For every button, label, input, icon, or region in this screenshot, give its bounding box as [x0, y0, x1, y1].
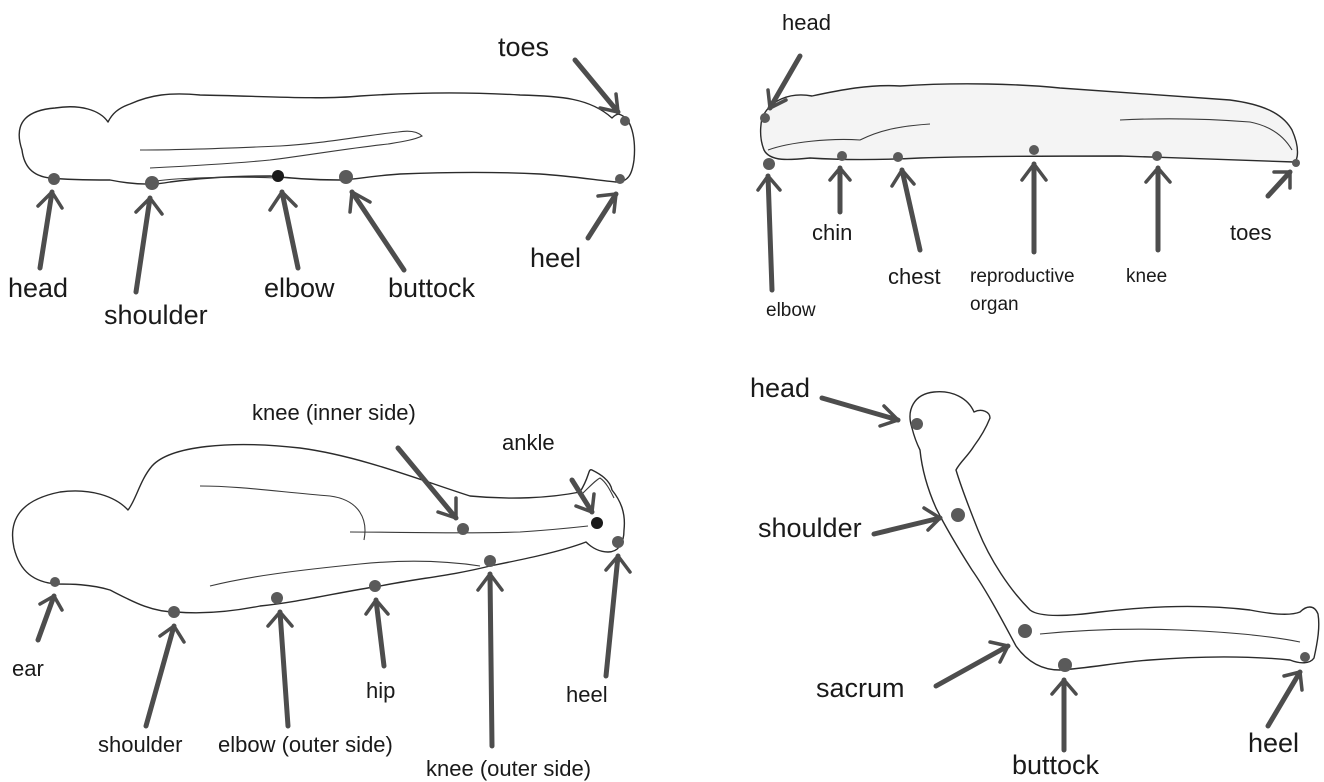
- lateral-foot-outline: [582, 478, 614, 498]
- prone-knee-arrow: [1146, 168, 1170, 250]
- supine-leg-divider: [150, 177, 276, 182]
- lateral-elbow-arrow: [268, 612, 292, 726]
- supine-shoulder-label: shoulder: [104, 300, 208, 330]
- fowler-body-outline: [910, 392, 1319, 670]
- lateral-ear-label: ear: [12, 656, 44, 681]
- lateral-hip-point: [369, 580, 381, 592]
- panel-lateral: knee (inner side) ankle ear shoulder elb…: [12, 400, 630, 781]
- lateral-hip-label: hip: [366, 678, 395, 703]
- prone-reproductive-label-line1: reproductive: [970, 266, 1075, 287]
- lateral-shoulder-arrow: [146, 626, 184, 726]
- supine-heel-label: heel: [530, 243, 581, 273]
- lateral-knee-outer-label: knee (outer side): [426, 756, 591, 781]
- supine-arm-outline: [140, 131, 422, 168]
- prone-knee-point: [1152, 151, 1162, 161]
- prone-head-label: head: [782, 10, 831, 35]
- lateral-heel-point: [612, 536, 624, 548]
- lateral-ankle-label: ankle: [502, 430, 555, 455]
- prone-knee-label: knee: [1126, 266, 1167, 287]
- supine-toes-arrow: [575, 60, 618, 112]
- lateral-knee-outer-point: [484, 555, 496, 567]
- lateral-knee-inner-arrow: [398, 448, 456, 518]
- supine-toes-label: toes: [498, 32, 549, 62]
- lateral-shoulder-label: shoulder: [98, 732, 182, 757]
- lateral-elbow-outer-label: elbow (outer side): [218, 732, 393, 757]
- lateral-knee-inner-point: [457, 523, 469, 535]
- panel-supine: toes head shoulder elbow buttock heel: [8, 32, 635, 330]
- panel-fowler: head shoulder sacrum buttock heel: [750, 373, 1319, 780]
- fowler-leg-divider: [1040, 629, 1300, 642]
- fowler-head-label: head: [750, 373, 810, 403]
- fowler-heel-arrow: [1268, 672, 1302, 726]
- supine-buttock-label: buttock: [388, 273, 476, 303]
- prone-elbow-point: [763, 158, 775, 170]
- fowler-sacrum-label: sacrum: [816, 673, 905, 703]
- lateral-knee-inner-label: knee (inner side): [252, 400, 416, 425]
- prone-elbow-arrow: [758, 176, 780, 290]
- supine-body-outline: [19, 93, 634, 184]
- fowler-sacrum-point: [1018, 624, 1032, 638]
- lateral-ankle-arrow: [572, 480, 594, 512]
- prone-chest-label: chest: [888, 264, 941, 289]
- prone-reproductive-point: [1029, 145, 1039, 155]
- fowler-head-point: [911, 418, 923, 430]
- lateral-shoulder-point: [168, 606, 180, 618]
- supine-head-arrow: [38, 192, 62, 268]
- lateral-hip-arrow: [366, 600, 388, 666]
- supine-elbow-arrow: [270, 192, 298, 268]
- panel-prone: head elbow chin chest reproductive organ…: [758, 10, 1300, 321]
- lateral-elbow-point: [271, 592, 283, 604]
- prone-chin-label: chin: [812, 220, 852, 245]
- prone-elbow-label: elbow: [766, 300, 816, 321]
- lateral-arm-outline: [210, 561, 480, 586]
- lateral-back-line: [200, 486, 365, 540]
- fowler-head-arrow: [822, 398, 898, 426]
- prone-chin-point: [837, 151, 847, 161]
- supine-heel-point: [615, 174, 625, 184]
- prone-chest-point: [893, 152, 903, 162]
- lateral-heel-arrow: [606, 556, 630, 676]
- supine-buttock-point: [339, 170, 353, 184]
- lateral-ear-arrow: [38, 596, 62, 640]
- prone-reproductive-label-line2: organ: [970, 294, 1019, 315]
- lateral-ear-point: [50, 577, 60, 587]
- prone-chest-arrow: [892, 170, 920, 250]
- supine-head-label: head: [8, 273, 68, 303]
- fowler-shoulder-label: shoulder: [758, 513, 862, 543]
- fowler-buttock-arrow: [1052, 680, 1076, 750]
- fowler-shoulder-point: [951, 508, 965, 522]
- prone-chin-arrow: [830, 168, 850, 212]
- fowler-heel-label: heel: [1248, 728, 1299, 758]
- fowler-shoulder-arrow: [874, 508, 940, 534]
- supine-shoulder-arrow: [136, 198, 162, 292]
- lateral-inner-leg-outline: [350, 526, 588, 533]
- supine-shoulder-point: [145, 176, 159, 190]
- supine-toes-point: [620, 116, 630, 126]
- fowler-buttock-label: buttock: [1012, 750, 1100, 780]
- lateral-heel-label: heel: [566, 682, 608, 707]
- prone-toes-arrow: [1268, 172, 1290, 196]
- lateral-knee-outer-arrow: [478, 574, 502, 746]
- lateral-body-outline: [13, 445, 625, 613]
- prone-toes-point: [1292, 159, 1300, 167]
- prone-head-point: [760, 113, 770, 123]
- fowler-buttock-point: [1058, 658, 1072, 672]
- prone-reproductive-arrow: [1022, 164, 1046, 252]
- supine-heel-arrow: [588, 194, 616, 238]
- supine-head-point: [48, 173, 60, 185]
- fowler-heel-point: [1300, 652, 1310, 662]
- fowler-sacrum-arrow: [936, 642, 1008, 686]
- supine-buttock-arrow: [350, 192, 404, 270]
- supine-elbow-point: [272, 170, 284, 182]
- lateral-ankle-point: [591, 517, 603, 529]
- supine-elbow-label: elbow: [264, 273, 335, 303]
- prone-toes-label: toes: [1230, 220, 1272, 245]
